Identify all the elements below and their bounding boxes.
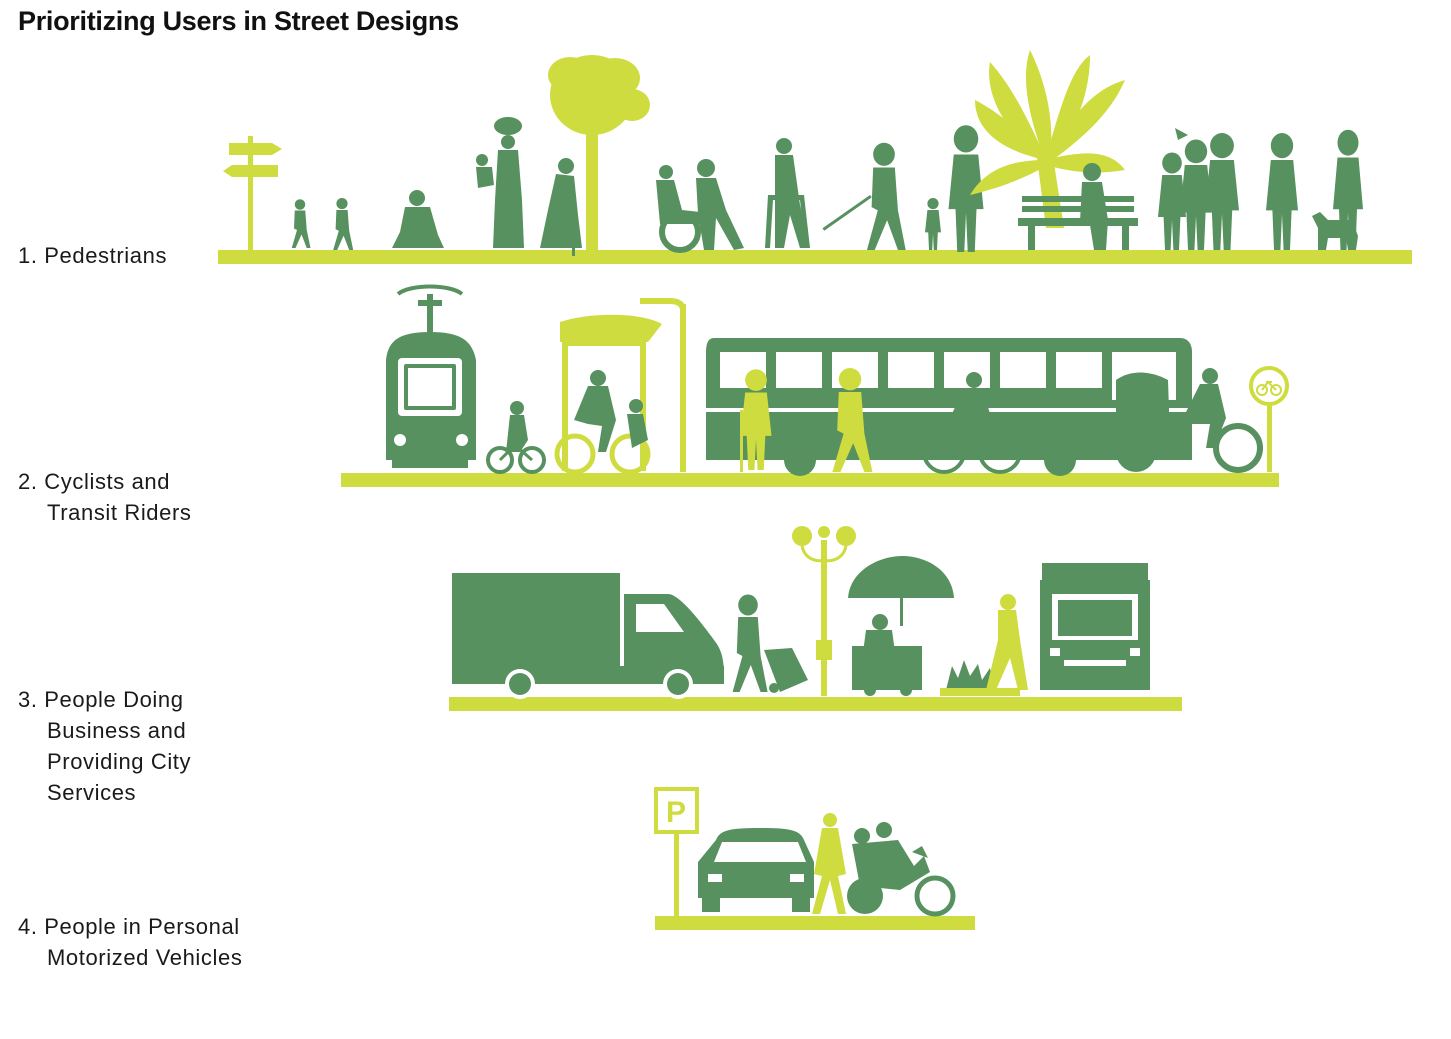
food-cart-vendor-icon [848, 556, 954, 696]
pedicab-icon [1116, 368, 1263, 473]
bus-icon [706, 338, 1192, 476]
sitting-child-icon [392, 190, 444, 248]
delivery-truck-icon [452, 573, 724, 699]
pedestrian-icon [740, 368, 873, 472]
utility-truck-icon [1040, 563, 1150, 690]
walker-user-icon [765, 138, 810, 248]
family-group-icon [1158, 128, 1239, 250]
car-icon [698, 828, 814, 912]
direction-signpost-icon [223, 136, 282, 251]
tier-label-personal-vehicles: 4. People in Personal Motorized Vehicles [18, 914, 243, 970]
child-bicycle-icon [486, 401, 546, 474]
svg-text:P: P [666, 796, 686, 829]
walking-woman-icon [812, 813, 846, 914]
jogger-icon [986, 594, 1028, 690]
tier2-street-bar [341, 473, 1279, 487]
tandem-cyclists-icon [554, 370, 651, 475]
blind-cane-walker-icon [822, 142, 906, 250]
planter-icon [940, 660, 1020, 696]
children-playing-icon [291, 198, 354, 250]
tier4-personal-vehicles-row: P [654, 787, 975, 930]
elderly-woman-cane-icon [540, 158, 582, 256]
tier-label-business-services: 3. People Doing Business and Providing C… [18, 687, 192, 805]
bus-shelter-icon [560, 314, 662, 471]
ornamental-lamp-icon [792, 526, 856, 696]
page-title: Prioritizing Users in Street Designs [18, 6, 459, 36]
street-lamp-icon [640, 298, 686, 472]
streetcar-icon [386, 284, 476, 468]
bike-route-sign-icon [1249, 366, 1289, 472]
man-with-dog-icon [1266, 129, 1363, 250]
hand-truck-worker-icon [732, 594, 808, 693]
bench-sitter-icon [1018, 163, 1138, 250]
tier3-business-services-row [449, 526, 1182, 711]
wheelchair-user-icon [656, 159, 744, 253]
motorcycle-icon [847, 822, 956, 917]
cyclist-icon [922, 372, 1022, 474]
tier3-street-bar [449, 697, 1182, 711]
tier1-pedestrians-row [218, 50, 1412, 264]
tier-label-cyclists-transit: 2. Cyclists and Transit Riders [18, 469, 192, 525]
tier1-street-bar [218, 250, 1412, 264]
woman-carrying-basket-icon [476, 117, 524, 248]
tier-label-pedestrians: 1. Pedestrians [18, 243, 168, 268]
tier4-street-bar [655, 916, 975, 930]
palm-tree-icon [548, 55, 650, 251]
tier2-cyclists-transit-row [341, 284, 1289, 487]
parking-sign-icon: P [654, 787, 699, 916]
